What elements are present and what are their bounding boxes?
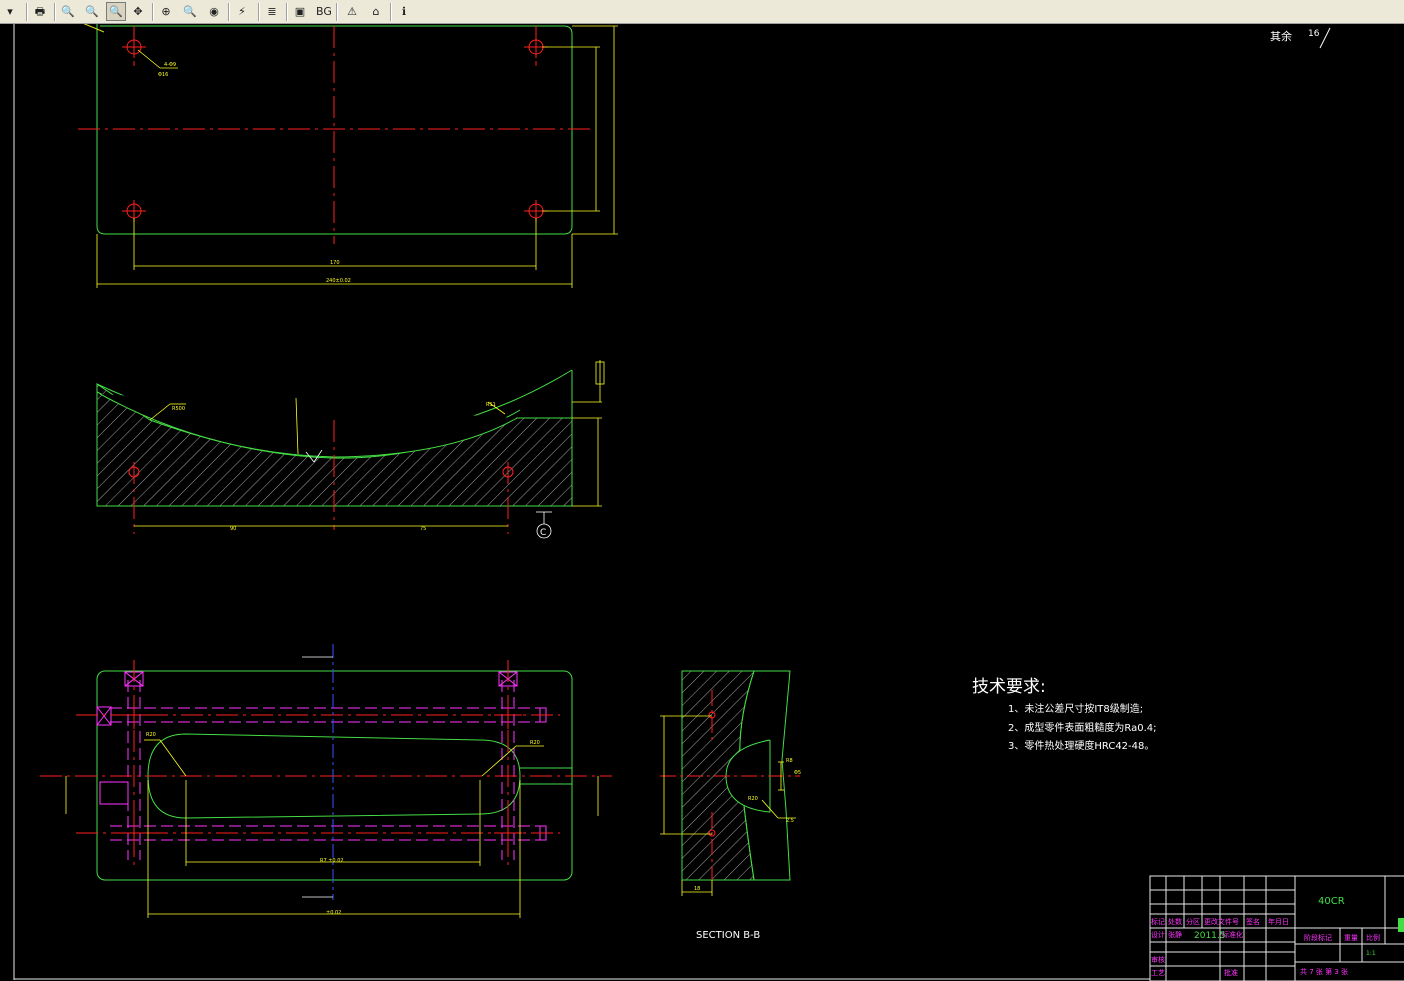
zoom-in-icon: 🔍 bbox=[85, 5, 99, 18]
front-view: C 90 75 R500 R11 bbox=[96, 360, 605, 539]
measure-button[interactable]: ⚡ bbox=[232, 2, 252, 21]
tb-header: 签名 bbox=[1246, 917, 1260, 926]
tb-review: 审核 bbox=[1151, 955, 1165, 964]
title-block: 标记 处数 分区 更改文件号 签名 年月日 设计 张静 标准化 审核 工艺 批准… bbox=[1149, 875, 1404, 981]
tech-req-item: 1、未注公差尺寸按IT8级制造; bbox=[1008, 702, 1143, 715]
tb-scale-value: 1:1 bbox=[1366, 950, 1376, 957]
viewer-toolbar: ▾ 🖶 🔍 🔍 🔍 ✥ ⊕ 🔍 ◉ ⚡ ≣ ▣ BG ⚠ ⌂ ℹ bbox=[0, 0, 1404, 24]
svg-text:2.5: 2.5 bbox=[786, 818, 794, 824]
zoom-extents-button[interactable]: ⊕ bbox=[156, 2, 176, 21]
layout-icon: ▣ bbox=[294, 5, 306, 18]
tb-header: 标记 bbox=[1151, 917, 1165, 926]
svg-text:75: 75 bbox=[420, 526, 426, 532]
svg-text:R8: R8 bbox=[786, 758, 793, 764]
toolbar-separator bbox=[54, 3, 56, 21]
svg-text:90: 90 bbox=[230, 526, 236, 532]
svg-text:Φ5: Φ5 bbox=[794, 770, 801, 776]
svg-text:R20: R20 bbox=[748, 796, 758, 802]
tb-design-label: 设计 bbox=[1151, 930, 1165, 939]
tb-date: 2011.5 bbox=[1194, 931, 1226, 941]
svg-text:R20: R20 bbox=[530, 740, 540, 746]
home-button[interactable]: ⌂ bbox=[366, 2, 386, 21]
svg-text:4-Φ9: 4-Φ9 bbox=[164, 62, 176, 68]
tb-header: 处数 bbox=[1168, 917, 1182, 926]
roughness-label: 其余 bbox=[1270, 29, 1292, 43]
orbit-icon: ◉ bbox=[209, 5, 219, 18]
tech-req-item: 3、零件热处理硬度HRC42-48。 bbox=[1008, 739, 1154, 752]
toolbar-separator bbox=[228, 3, 230, 21]
tech-req-item: 2、成型零件表面粗糙度为Ra0.4; bbox=[1008, 721, 1157, 734]
measure-icon: ⚡ bbox=[238, 5, 246, 18]
tb-approve: 批准 bbox=[1224, 968, 1238, 977]
pan-icon: ✥ bbox=[133, 5, 143, 18]
tb-weight: 重量 bbox=[1344, 934, 1358, 942]
tech-req-title: 技术要求: bbox=[972, 677, 1046, 697]
toolbar-separator bbox=[286, 3, 288, 21]
view-marker: C bbox=[540, 528, 546, 538]
toolbar-separator bbox=[152, 3, 154, 21]
svg-text:170: 170 bbox=[330, 260, 340, 266]
zoom-out-button[interactable]: 🔍 bbox=[58, 2, 78, 21]
alert-icon: ⚠ bbox=[347, 5, 357, 18]
tb-material: 40CR bbox=[1318, 896, 1345, 907]
warning-button[interactable]: ⚠ bbox=[342, 2, 362, 21]
layers-icon: ≣ bbox=[267, 5, 277, 18]
zoom-realtime-button[interactable]: 🔍 bbox=[180, 2, 200, 21]
layout-button[interactable]: ▣ bbox=[290, 2, 310, 21]
drawing-frame bbox=[13, 24, 1150, 980]
zoom-realtime-icon: 🔍 bbox=[183, 5, 197, 18]
tb-process: 工艺 bbox=[1151, 969, 1165, 977]
orbit-button[interactable]: ◉ bbox=[204, 2, 224, 21]
pan-button[interactable]: ✥ bbox=[128, 2, 148, 21]
section-label: SECTION B-B bbox=[696, 930, 760, 941]
tb-header: 年月日 bbox=[1268, 917, 1289, 926]
bg-icon: BG bbox=[316, 5, 332, 18]
tb-header: 分区 bbox=[1186, 917, 1200, 926]
zoom-out-icon: 🔍 bbox=[61, 5, 75, 18]
zoom-in-button[interactable]: 🔍 bbox=[82, 2, 102, 21]
toolbar-separator bbox=[336, 3, 338, 21]
svg-text:18: 18 bbox=[694, 886, 700, 892]
toolbar-separator bbox=[390, 3, 392, 21]
zoom-extents-icon: ⊕ bbox=[161, 5, 171, 18]
toolbar-separator bbox=[258, 3, 260, 21]
info-button[interactable]: ℹ bbox=[394, 2, 414, 21]
zoom-window-icon: 🔍 bbox=[109, 5, 123, 18]
printer-icon: 🖶 bbox=[34, 5, 46, 18]
info-icon: ℹ bbox=[401, 5, 407, 18]
background-button[interactable]: BG bbox=[312, 2, 336, 21]
svg-text:R20: R20 bbox=[146, 732, 156, 738]
svg-text:Φ16: Φ16 bbox=[158, 72, 168, 78]
print-button[interactable]: 🖶 bbox=[30, 2, 50, 21]
tb-standardize: 标准化 bbox=[1222, 930, 1243, 939]
svg-text:±0.02: ±0.02 bbox=[326, 910, 341, 916]
tb-stage-mark: 阶段标记 bbox=[1304, 933, 1332, 942]
menu-dropdown-button[interactable]: ▾ bbox=[0, 2, 20, 21]
svg-text:R500: R500 bbox=[172, 406, 185, 412]
svg-text:R11: R11 bbox=[486, 402, 496, 408]
tb-header: 更改文件号 bbox=[1204, 917, 1239, 926]
roughness-value: 16 bbox=[1308, 29, 1320, 39]
technical-requirements: 技术要求: 1、未注公差尺寸按IT8级制造; 2、成型零件表面粗糙度为Ra0.4… bbox=[972, 677, 1157, 752]
tb-sheet-info: 共 7 张 第 3 张 bbox=[1300, 967, 1348, 976]
svg-text:R7 ±0.02: R7 ±0.02 bbox=[320, 858, 344, 864]
home-icon: ⌂ bbox=[372, 5, 380, 18]
tb-scale: 比例 bbox=[1366, 933, 1380, 942]
layers-button[interactable]: ≣ bbox=[262, 2, 282, 21]
dropdown-arrow-icon: ▾ bbox=[7, 5, 13, 18]
svg-text:240±0.02: 240±0.02 bbox=[326, 278, 351, 284]
toolbar-separator bbox=[26, 3, 28, 21]
zoom-window-button[interactable]: 🔍 bbox=[106, 2, 126, 21]
tb-design-name: 张静 bbox=[1168, 930, 1182, 939]
surface-roughness-note: 其余 16 bbox=[1270, 27, 1331, 49]
